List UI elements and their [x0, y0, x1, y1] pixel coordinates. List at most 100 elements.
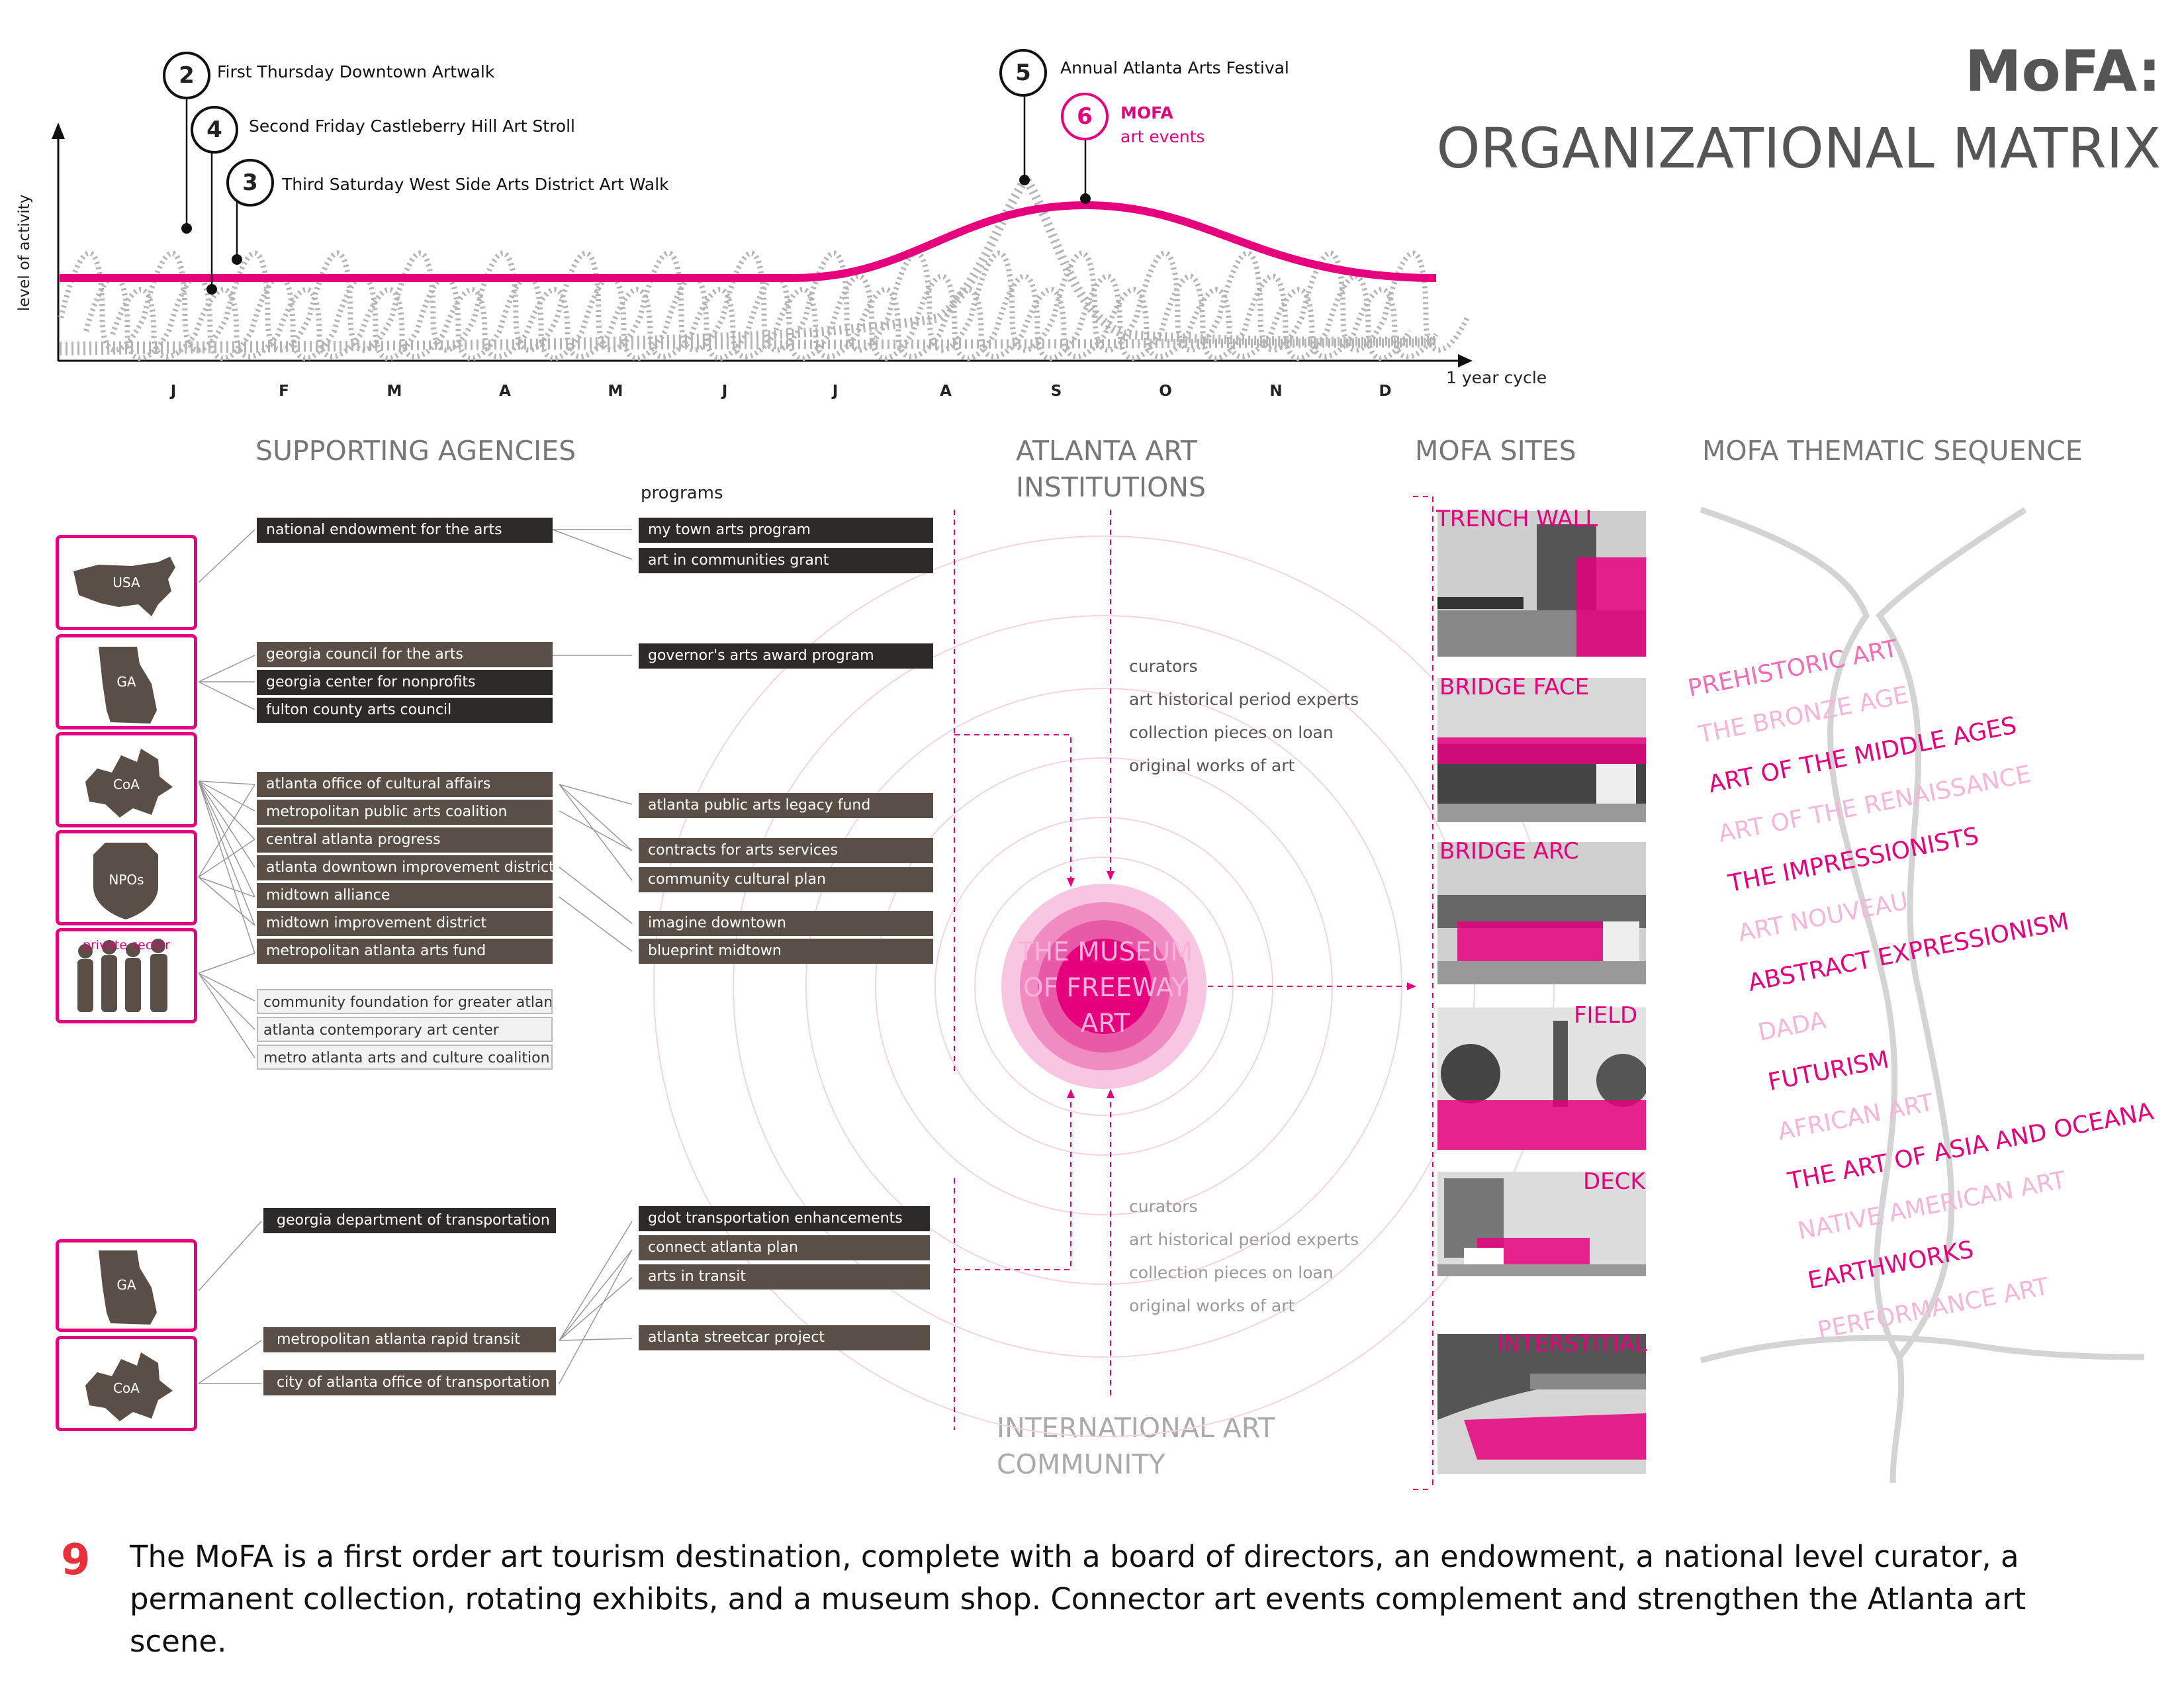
- site-label: FIELD: [1574, 1002, 1638, 1029]
- program-bar: governor's arts award program: [639, 643, 933, 669]
- georgia-map-icon: [99, 1250, 157, 1325]
- agency-bar: metropolitan public arts coalition: [257, 800, 553, 825]
- heading-international: INTERNATIONAL ART COMMUNITY: [997, 1412, 1275, 1480]
- agency-bar: midtown improvement district: [257, 911, 553, 936]
- transport-agency-bar: georgia department of transportation: [263, 1208, 556, 1233]
- entity-box-coa-transport: CoA: [56, 1336, 197, 1431]
- x-axis-arrow: [1458, 354, 1473, 367]
- site-photo-trench-wall: [1437, 511, 1646, 657]
- transport-agency-bar: city of atlanta office of transportation: [263, 1370, 556, 1395]
- event-marker-2: 2: [163, 52, 210, 99]
- event-label: First Thursday Downtown Artwalk: [217, 62, 495, 81]
- agency-bar: atlanta office of cultural affairs: [257, 772, 553, 797]
- month-label: M: [387, 383, 402, 400]
- entity-label: CoA: [113, 1380, 140, 1396]
- month-label: F: [279, 383, 289, 400]
- city-of-atlanta-map-icon: [85, 749, 173, 818]
- site-photo-field: [1437, 1008, 1646, 1150]
- month-label: S: [1050, 383, 1062, 400]
- agency-bar: midtown alliance: [257, 883, 553, 908]
- museum-core: [1056, 939, 1152, 1034]
- event-marker-5: 5: [999, 49, 1047, 97]
- institution-resources-upper: curators art historical period experts c…: [1129, 650, 1359, 782]
- caption-text: The MoFA is a first order art tourism de…: [130, 1539, 2026, 1659]
- page-subtitle: ORGANIZATIONAL MATRIX: [1436, 116, 2161, 181]
- agency-bar: atlanta downtown improvement district: [257, 855, 553, 880]
- entity-label: NPOs: [109, 872, 144, 888]
- site-label: TRENCH WALL: [1436, 506, 1598, 532]
- agency-bar: georgia center for nonprofits: [257, 670, 553, 695]
- transport-program-bar: atlanta streetcar project: [639, 1325, 930, 1350]
- shield-icon: [93, 843, 158, 919]
- program-bar: atlanta public arts legacy fund: [639, 793, 933, 818]
- program-bar: contracts for arts services: [639, 838, 933, 863]
- program-bar: blueprint midtown: [639, 939, 933, 964]
- figure-number: 9: [61, 1536, 91, 1585]
- site-photo-interstitial: [1437, 1334, 1646, 1474]
- resource-item: original works of art: [1129, 756, 1295, 775]
- transport-agency-bar: metropolitan atlanta rapid transit: [263, 1327, 556, 1352]
- y-axis-arrow: [52, 122, 65, 139]
- transport-program-bar: connect atlanta plan: [639, 1235, 930, 1260]
- month-label: O: [1159, 383, 1172, 400]
- program-bar: art in communities grant: [639, 548, 933, 573]
- transport-program-bar: arts in transit: [639, 1264, 930, 1289]
- month-label: A: [499, 383, 511, 400]
- site-label: BRIDGE ARC: [1439, 838, 1579, 865]
- entity-box-coa: CoA: [56, 732, 197, 827]
- usa-map-icon: [73, 557, 175, 616]
- program-bar: imagine downtown: [639, 911, 933, 936]
- entity-box-usa: USA: [56, 535, 197, 630]
- heading-programs: programs: [641, 483, 723, 503]
- heading-institutions: ATLANTA ART INSTITUTIONS: [1016, 435, 1206, 503]
- agency-bar: atlanta contemporary art center: [257, 1017, 553, 1042]
- agency-bar: fulton county arts council: [257, 698, 553, 723]
- city-of-atlanta-map-icon: [85, 1352, 173, 1421]
- resource-item: art historical period experts: [1129, 1230, 1359, 1249]
- freeway-path-lines: [1700, 506, 2145, 1483]
- resource-item: collection pieces on loan: [1129, 723, 1334, 742]
- agency-bar: georgia council for the arts: [257, 642, 553, 667]
- agency-bar: central atlanta progress: [257, 827, 553, 853]
- resource-item: curators: [1129, 1197, 1198, 1216]
- event-marker-3: 3: [226, 159, 274, 207]
- entity-label: USA: [113, 575, 140, 590]
- entity-box-ga-transport: GA: [56, 1239, 197, 1332]
- agency-bar: national endowment for the arts: [257, 518, 553, 543]
- x-axis-label: 1 year cycle: [1446, 368, 1547, 387]
- entity-label: GA: [116, 1277, 136, 1293]
- heading-mofa-sites: MOFA SITES: [1415, 435, 1576, 467]
- month-label: D: [1379, 383, 1392, 400]
- institution-resources-lower: curators art historical period experts c…: [1129, 1190, 1359, 1323]
- agency-bar: metropolitan atlanta arts fund: [257, 939, 553, 964]
- georgia-map-icon: [99, 647, 157, 724]
- event-marker-6: 6: [1061, 93, 1109, 140]
- agency-bar: metro atlanta arts and culture coalition: [257, 1045, 553, 1070]
- heading-thematic-sequence: MOFA THEMATIC SEQUENCE: [1702, 435, 2083, 467]
- program-bar: community cultural plan: [639, 867, 933, 892]
- site-photo-bridge-face: [1437, 678, 1646, 822]
- site-label: DECK: [1583, 1168, 1645, 1195]
- entity-box-private-sector: private sector: [56, 928, 197, 1023]
- agency-bar: community foundation for greater atlanta: [257, 989, 553, 1014]
- month-label: J: [721, 383, 728, 400]
- entity-box-npos: NPOs: [56, 830, 197, 925]
- site-label: INTERSTITIAL: [1497, 1331, 1647, 1357]
- resource-item: curators: [1129, 657, 1198, 676]
- resource-item: original works of art: [1129, 1296, 1295, 1315]
- program-bar: my town arts program: [639, 518, 933, 543]
- event-label-mofa: MOFA: [1120, 103, 1173, 122]
- month-label: J: [832, 383, 839, 400]
- site-label: BRIDGE FACE: [1439, 674, 1590, 700]
- activity-timeline: [52, 95, 1473, 367]
- entity-label: CoA: [113, 776, 140, 792]
- connector-diagram: [198, 496, 2145, 1490]
- event-label: Second Friday Castleberry Hill Art Strol…: [249, 117, 576, 136]
- event-sublabel-mofa: art events: [1120, 127, 1205, 146]
- event-marker-4: 4: [191, 106, 238, 154]
- page-title: MoFA:: [1964, 38, 2161, 105]
- people-icon: [77, 939, 167, 1012]
- resource-item: art historical period experts: [1129, 690, 1359, 709]
- resource-item: collection pieces on loan: [1129, 1263, 1334, 1282]
- museum-label: THE MUSEUM OF FREEWAY ART: [1018, 937, 1193, 1039]
